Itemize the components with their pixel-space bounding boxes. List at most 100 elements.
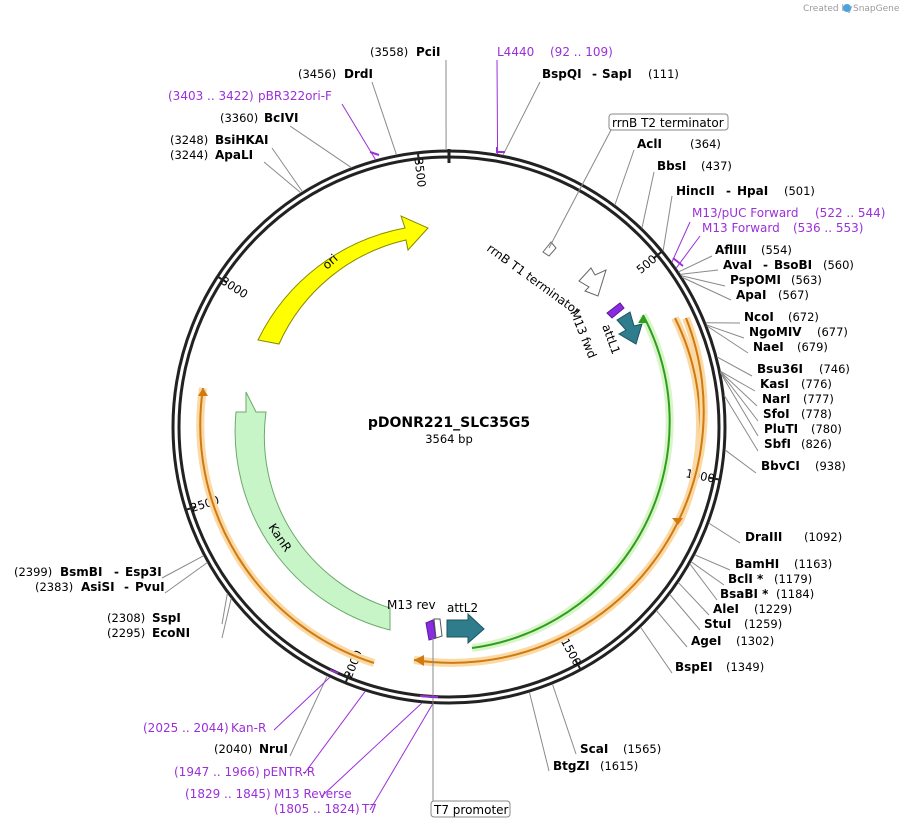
feature-t7-small — [433, 618, 443, 639]
enzyme-ncoi: NcoI — [744, 310, 774, 324]
enzyme-leader-line — [720, 371, 759, 422]
primer-m13puc: M13/pUC Forward — [692, 206, 799, 220]
enzyme-leader-line — [723, 395, 759, 452]
enzyme-leader-line — [656, 610, 688, 648]
enzyme-hincii: HincII — [676, 184, 715, 198]
enzyme-pos-apali: (3244) — [170, 148, 208, 162]
primer-m13rev: M13 Reverse — [274, 787, 352, 801]
enzyme-naei: NaeI — [753, 340, 784, 354]
enzyme-pos-econi: (2295) — [107, 626, 145, 640]
enzyme-pos-sspi: (2308) — [107, 611, 145, 625]
enzyme-sspi: SspI — [152, 611, 181, 625]
enzyme-leader-line — [720, 370, 756, 392]
feature-kanr — [234, 391, 391, 631]
enzyme-bspqi: BspQI — [542, 67, 582, 81]
primer-leader-line — [671, 221, 691, 263]
enzyme-bsihkai: BsiHKAI — [215, 133, 269, 147]
callout-box-rrnb-t2 — [608, 113, 729, 131]
enzyme-pos-hincii: (501) — [784, 184, 815, 198]
enzyme-leader-line — [706, 325, 749, 354]
enzyme-acli: AclI — [637, 137, 662, 151]
enzyme-bbvci: BbvCI — [761, 459, 800, 473]
primer-leader-line — [303, 690, 366, 775]
tick-mark — [216, 275, 228, 284]
primer-markers — [329, 147, 684, 698]
enzyme-apali: ApaLI — [215, 148, 253, 162]
leader-lines — [161, 59, 759, 811]
enzyme-leader-line — [641, 171, 655, 229]
enzyme-bsmbi-sep: - — [114, 565, 119, 579]
enzyme-pos-sfoi: (778) — [801, 407, 832, 421]
enzyme-drdi: DrdI — [344, 67, 373, 81]
enzyme-leader-line — [271, 147, 303, 193]
enzyme-pos-apai: (567) — [778, 288, 809, 302]
tick-mark — [574, 659, 582, 671]
enzyme-stui: StuI — [704, 617, 731, 631]
enzyme-pos-afliii: (554) — [761, 243, 792, 257]
enzyme-bbsi: BbsI — [657, 159, 686, 173]
primer-range-t7: (1805 .. 1824) — [274, 802, 360, 816]
tick-mark — [416, 151, 421, 164]
enzyme-leader-line — [680, 275, 726, 287]
enzyme-pos-acli: (364) — [690, 137, 721, 151]
enzyme-leader-line — [706, 324, 745, 339]
enzyme-leader-line — [708, 522, 741, 544]
enzyme-pos-nari: (777) — [803, 392, 834, 406]
primer-range-kanr: (2025 .. 2044) — [143, 721, 229, 735]
enzyme-pos-bsmbi: (2399) — [14, 565, 52, 579]
enzyme-pos-sbfi: (826) — [801, 437, 832, 451]
feature-attl1 — [616, 311, 643, 345]
enzyme-pos-bspqi: (111) — [648, 67, 679, 81]
enzyme-pos-ngomiv: (677) — [817, 325, 848, 339]
enzyme-pos-btgzi: (1615) — [600, 759, 638, 773]
enzyme-pspomi: PspOMI — [730, 273, 781, 287]
enzyme-leader-line — [640, 626, 673, 674]
enzyme-leader-line — [689, 563, 718, 601]
enzyme-pos-naei: (679) — [797, 340, 828, 354]
enzyme-bsmbi: BsmBI — [60, 565, 102, 579]
enzyme-leader-line — [724, 449, 757, 474]
credit-prefix: Created by — [803, 4, 853, 14]
primer-pentr: pENTR-R — [263, 765, 315, 779]
enzyme-agei: AgeI — [691, 634, 721, 648]
enzyme-pos-agei: (1302) — [736, 634, 774, 648]
enzyme-hpai: HpaI — [737, 184, 768, 198]
enzyme-pos-drdi: (3456) — [298, 67, 336, 81]
feature-label-rrnb-t1: rrnB T1 terminator — [484, 241, 583, 318]
enzyme-leader-line — [720, 371, 758, 407]
enzyme-leader-line — [371, 81, 398, 156]
enzyme-leader-line — [164, 562, 208, 594]
enzyme-leader-line — [614, 149, 635, 206]
callout-t7: T7 promoter — [433, 803, 509, 817]
primer-pbr322: pBR322ori-F — [258, 89, 332, 103]
enzyme-leader-line — [221, 598, 232, 639]
enzyme-econi: EcoNI — [152, 626, 190, 640]
enzyme-leader-line — [528, 691, 550, 772]
enzyme-leader-line — [678, 255, 713, 273]
enzyme-leader-line — [551, 683, 577, 755]
primer-range-m13fwd: (536 .. 553) — [793, 221, 863, 235]
enzyme-pos-bsabi: (1184) — [776, 587, 814, 601]
tick-mark — [652, 250, 664, 260]
enzyme-btgzi: BtgZI — [553, 759, 590, 773]
primer-range-m13rev: (1829 .. 1845) — [185, 787, 271, 801]
primer-range-m13puc: (522 .. 544) — [815, 206, 885, 220]
enzyme-sbfi: SbfI — [764, 437, 791, 451]
enzyme-bspqi-sep: - — [592, 67, 597, 81]
enzyme-asisi-sep: - — [124, 580, 129, 594]
enzyme-ngomiv: NgoMIV — [749, 325, 802, 339]
primer-kanr: Kan-R — [231, 721, 266, 735]
enzyme-bcli: BclI * — [728, 572, 764, 586]
enzyme-pos-pspomi: (563) — [791, 273, 822, 287]
enzyme-pos-kasi: (776) — [801, 377, 832, 391]
primer-t7: T7 — [361, 802, 377, 816]
enzyme-nari: NarI — [762, 392, 791, 406]
enzyme-draiii: DraIII — [745, 530, 782, 544]
enzyme-asisi: AsiSI — [81, 580, 115, 594]
enzyme-afliii: AflIII — [715, 243, 747, 257]
enzyme-pos-scai: (1565) — [623, 742, 661, 756]
snapgene-logo-icon — [843, 4, 851, 12]
tick-label: 3500 — [412, 157, 429, 188]
enzyme-leader-line — [289, 675, 328, 757]
enzyme-leader-line — [161, 555, 204, 579]
